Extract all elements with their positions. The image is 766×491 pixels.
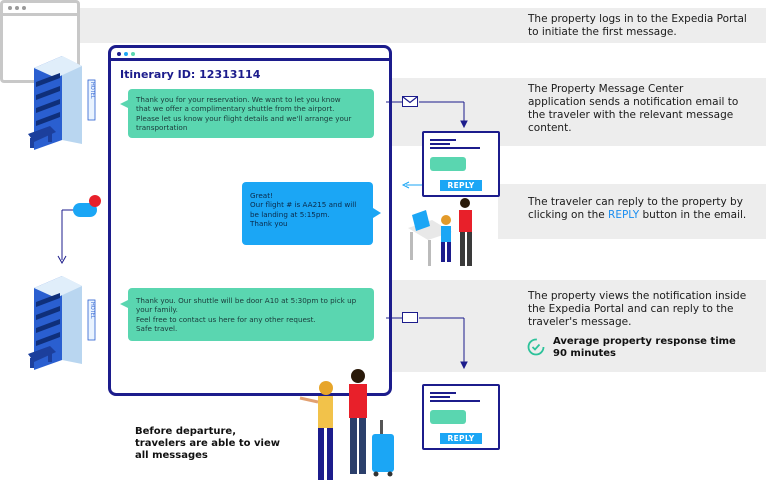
window-dot — [22, 6, 26, 10]
hotel-sign: HOTEL — [89, 302, 95, 319]
final-note-line: travelers are able to view — [135, 438, 280, 449]
hotel-sign: HOTEL — [89, 82, 95, 99]
message-line: be landing at 5:15pm. — [250, 209, 330, 219]
step-2-text: The Property Message Center application … — [528, 83, 738, 135]
itinerary-id: Itinerary ID: 12313114 — [120, 68, 261, 81]
email-message-preview — [430, 157, 466, 171]
email-text-line — [430, 139, 456, 141]
message-line: transportation — [136, 122, 188, 132]
travelers-with-luggage-illustration — [299, 369, 394, 480]
step-4-line: the Expedia Portal and can reply to the — [528, 303, 734, 315]
message-line: Thank you — [250, 218, 288, 228]
step-4-text: The property views the notification insi… — [528, 290, 746, 329]
message-line: Our flight # is AA215 and will — [250, 200, 357, 210]
final-note-line: all messages — [135, 450, 208, 461]
step-2-line: the traveler with the relevant message — [528, 109, 734, 121]
step-2-line: application sends a notification email t… — [528, 96, 739, 108]
portal-title-bar — [111, 48, 389, 61]
email-text-line — [430, 400, 480, 402]
message-bubble-traveler: Great! Our flight # is AA215 and will be… — [242, 182, 373, 245]
step-1-line: The property logs in to the Expedia Port… — [528, 13, 747, 25]
message-line: Thank you for your reservation. We want … — [136, 95, 341, 104]
message-line: your family. — [136, 305, 178, 315]
step-1-line: to initiate the first message. — [528, 26, 677, 38]
step-2-line: The Property Message Center — [528, 83, 684, 95]
email-text-line — [430, 143, 450, 145]
response-time-value: 90 minutes — [553, 348, 616, 359]
final-note: Before departure, travelers are able to … — [135, 426, 280, 462]
message-line: Please let us know your flight details a… — [136, 113, 352, 123]
message-line: that we offer a complimentary shuttle fr… — [136, 104, 335, 114]
arrow-envelope-to-email-2 — [386, 317, 468, 370]
step-1-text: The property logs in to the Expedia Port… — [528, 13, 747, 39]
envelope-icon — [402, 312, 418, 323]
step-3-text: The traveler can reply to the property b… — [528, 196, 746, 222]
notification-email-card: REPLY — [422, 131, 500, 197]
step-2-line: content. — [528, 122, 572, 134]
arrow-envelope-to-email-1 — [386, 101, 468, 129]
step-4-band — [388, 280, 766, 372]
bubble-tail — [120, 100, 128, 108]
email-text-line — [430, 392, 456, 394]
message-bubble-property: Thank you. Our shuttle will be door A10 … — [128, 288, 374, 341]
step-3-band — [498, 184, 766, 239]
step-3-prefix: clicking on the — [528, 209, 609, 221]
bubble-tail — [120, 300, 128, 308]
notification-email-card: REPLY — [422, 384, 500, 450]
step-3-line: clicking on the REPLY button in the emai… — [528, 209, 746, 222]
step-1-band — [80, 8, 766, 43]
traveler-at-desk-illustration — [408, 198, 472, 266]
step-3-suffix: button in the email. — [639, 209, 747, 221]
email-text-line — [430, 396, 450, 398]
browser-title-bar — [3, 3, 77, 16]
window-dot — [124, 52, 128, 56]
notification-chat-icon — [73, 195, 101, 217]
arrow-notification-to-hotel — [57, 209, 78, 265]
envelope-icon — [402, 96, 418, 107]
window-dot — [131, 52, 135, 56]
hotel-building-icon — [28, 276, 96, 370]
email-reply-button[interactable]: REPLY — [440, 433, 482, 444]
message-line: Feel free to contact us here for any oth… — [136, 314, 316, 324]
step-4-line: traveler's message. — [528, 316, 632, 328]
response-time: Average property response time 90 minute… — [553, 336, 736, 360]
message-line: Great! — [250, 191, 273, 200]
step-3-line: The traveler can reply to the property b… — [528, 196, 743, 208]
response-time-label: Average property response time — [553, 336, 736, 347]
message-bubble-property: Thank you for your reservation. We want … — [128, 89, 374, 138]
bubble-tail — [373, 208, 381, 218]
hotel-building-icon — [28, 56, 96, 150]
email-text-line — [430, 147, 480, 149]
window-dot — [117, 52, 121, 56]
message-line: Thank you. Our shuttle will be door A10 … — [136, 296, 357, 305]
final-note-line: Before departure, — [135, 426, 237, 437]
email-message-preview — [430, 410, 466, 424]
window-dot — [8, 6, 12, 10]
window-dot — [15, 6, 19, 10]
message-line: Safe travel. — [136, 323, 178, 333]
step-4-line: The property views the notification insi… — [528, 290, 747, 302]
email-reply-button[interactable]: REPLY — [440, 180, 482, 191]
reply-highlight: REPLY — [608, 209, 640, 221]
